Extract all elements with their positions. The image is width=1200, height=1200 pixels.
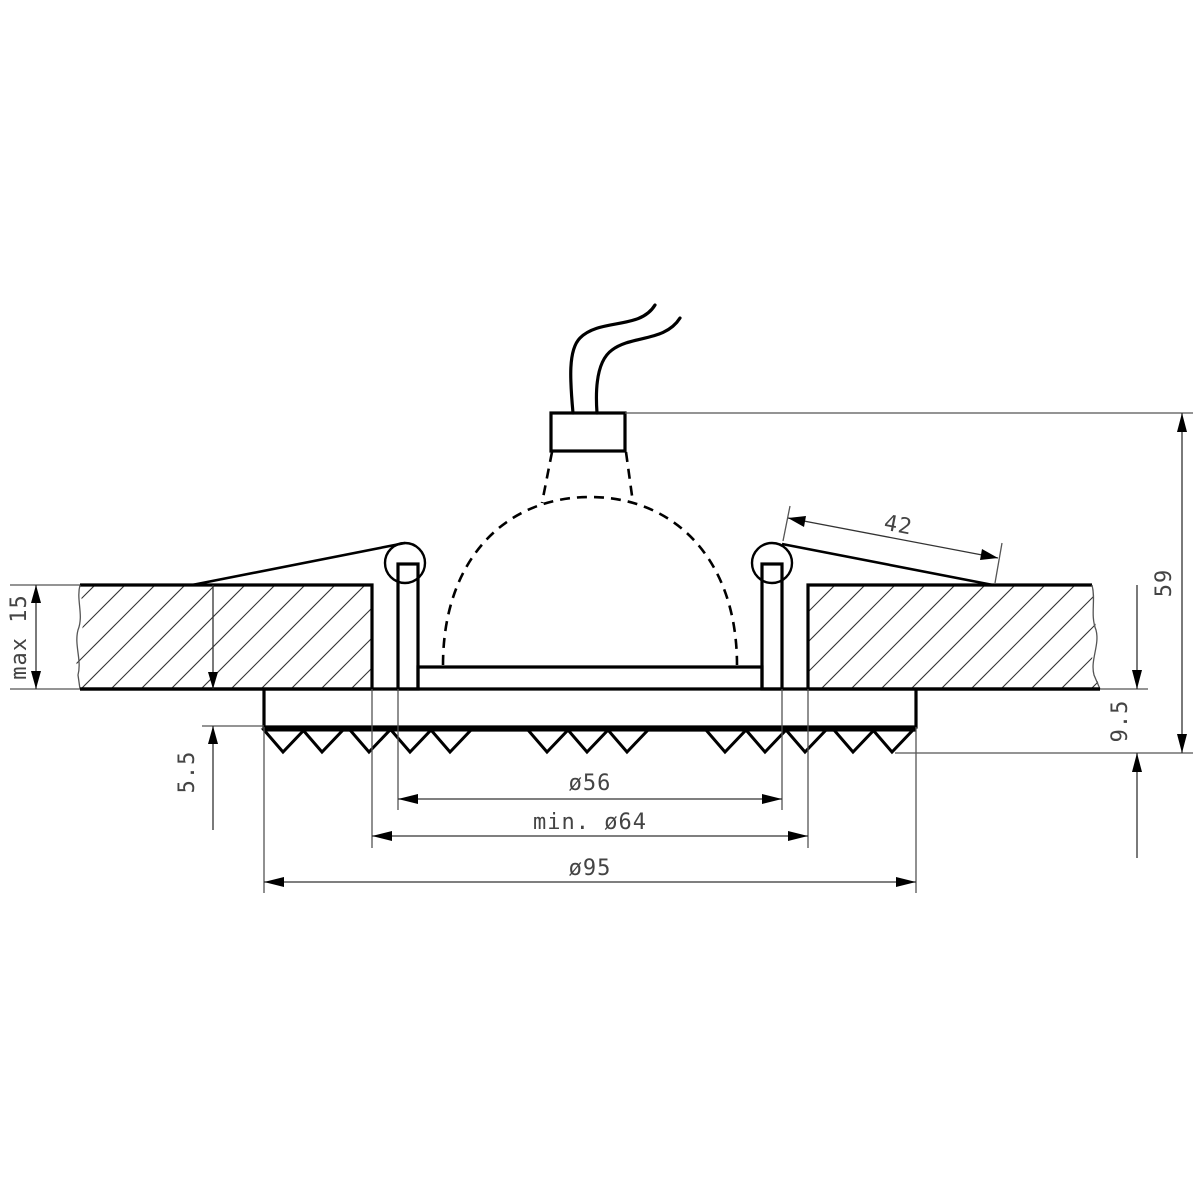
crystal-trim-ring — [260, 728, 917, 755]
dimension-inner-diameter: ø56 — [397, 689, 783, 810]
dimension-trim-height: 5.5 — [175, 585, 264, 830]
dimension-outer-diameter: ø95 — [263, 727, 917, 893]
ceiling-panel-left — [76, 583, 374, 691]
power-cable — [569, 303, 682, 415]
cutout-diameter-label: min. ø64 — [533, 810, 647, 835]
total-height-label: 59 — [1152, 569, 1177, 598]
lamp-socket — [549, 411, 627, 453]
spring-length-label: 42 — [882, 511, 915, 541]
hatch-pattern-right — [808, 585, 1100, 689]
dimension-below-ceiling: 9.5 — [1100, 585, 1148, 858]
break-line-left — [76, 584, 81, 690]
outer-diameter-label: ø95 — [569, 856, 612, 881]
trim-height-label: 5.5 — [175, 751, 200, 794]
dimension-ceiling-thickness: max 15 — [7, 584, 80, 690]
spring-clip-left — [191, 541, 427, 691]
inner-diameter-label: ø56 — [569, 771, 612, 796]
dimension-cutout-diameter: min. ø64 — [371, 689, 809, 848]
below-ceiling-label: 9.5 — [1108, 700, 1133, 743]
ceiling-thickness-label: max 15 — [7, 594, 32, 679]
break-line-right — [1091, 584, 1101, 690]
hatch-pattern-left — [76, 585, 372, 689]
mounting-plate — [80, 665, 1100, 729]
dimension-total-height: 59 — [625, 412, 1193, 754]
lamp-dome — [441, 451, 739, 666]
dimension-spring-length: 42 — [782, 505, 1003, 584]
spring-clip-right — [750, 541, 994, 691]
